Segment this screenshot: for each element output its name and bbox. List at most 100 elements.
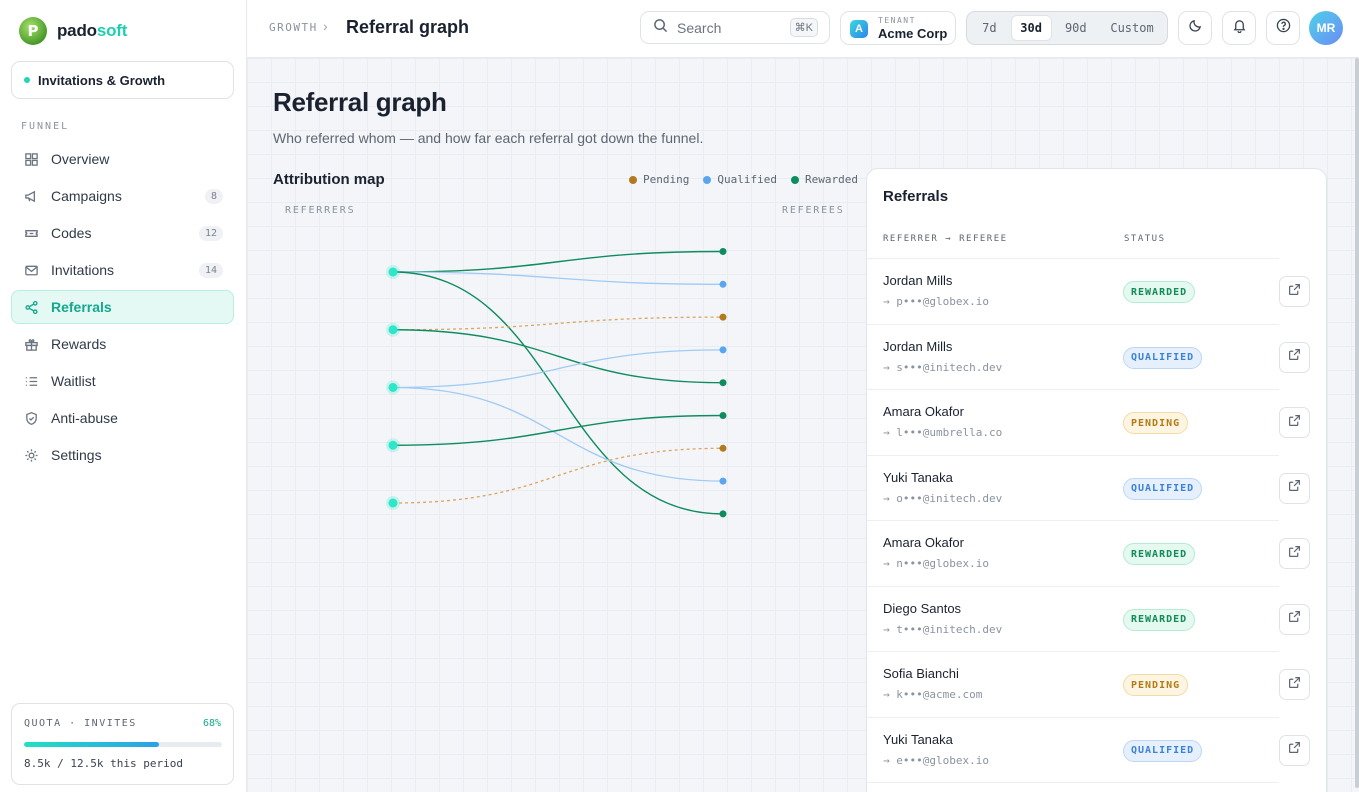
referee-node-pending[interactable] [719,444,727,452]
link-pending[interactable] [392,316,724,331]
shield-icon [24,411,39,426]
referee-node-qualified[interactable] [719,280,727,288]
range-option-7d[interactable]: 7d [982,21,997,35]
referrer-node[interactable] [388,267,398,277]
external-link-icon [1288,741,1301,759]
link-pending[interactable] [392,447,724,504]
table-row[interactable]: Yuki Tanaka → e•••@globex.io QUALIFIED [867,718,1310,783]
sidebar-item-settings[interactable]: Settings [11,438,234,472]
referee-email: → p•••@globex.io [883,295,989,308]
link-qualified[interactable] [392,271,724,285]
referee-node-qualified[interactable] [719,477,727,485]
sidebar-item-count: 12 [198,226,223,241]
status-badge: REWARDED [1123,608,1196,631]
sidebar-item-rewards[interactable]: Rewards [11,327,234,361]
open-referral-button[interactable] [1279,341,1310,373]
table-row[interactable]: Jordan Mills → s•••@initech.dev QUALIFIE… [867,325,1310,390]
top-header: GROWTH › Referral graph Search ⌘K A TENA… [247,0,1359,58]
theme-toggle-button[interactable] [1178,11,1212,45]
search-icon [653,18,668,38]
range-option-90d[interactable]: 90d [1064,21,1087,35]
sidebar-item-label: Referrals [51,299,112,315]
mail-icon [24,263,39,278]
referees-column-label: REFEREES [782,205,845,216]
search-input[interactable]: Search ⌘K [640,11,830,44]
external-link-icon [1288,414,1301,432]
legend-dot [703,175,712,184]
open-referral-button[interactable] [1279,734,1310,766]
breadcrumb-parent[interactable]: GROWTH [269,21,318,34]
link-rewarded[interactable] [392,250,724,273]
open-referral-button[interactable] [1279,538,1310,569]
grid-icon [24,152,39,167]
table-row[interactable]: Amara Okafor → n•••@globex.io REWARDED [867,521,1310,587]
table-row[interactable]: Diego Santos → t•••@initech.dev REWARDED [867,587,1310,652]
referee-email: → l•••@umbrella.co [883,426,1003,439]
status-badge: REWARDED [1123,543,1196,565]
range-option-custom[interactable]: Custom [1110,21,1154,35]
referee-email: → n•••@globex.io [883,557,989,570]
referrer-name: Jordan Mills [883,338,953,354]
tenant-switcher[interactable]: A TENANT Acme Corp [840,11,956,45]
referee-node-qualified[interactable] [719,346,727,354]
attribution-map-title: Attribution map [273,171,385,188]
sidebar-item-anti-abuse[interactable]: Anti-abuse [11,401,234,435]
referee-node-rewarded[interactable] [719,248,727,255]
referee-node-rewarded[interactable] [719,510,727,518]
open-referral-button[interactable] [1279,472,1310,504]
open-referral-button[interactable] [1279,669,1310,700]
referrer-node[interactable] [388,325,398,335]
legend-dot [790,175,799,184]
referee-node-rewarded[interactable] [719,379,727,387]
link-qualified[interactable] [392,386,724,482]
bell-icon [1232,18,1247,38]
legend-label: Pending [643,173,690,186]
sidebar-item-count: 8 [204,189,223,204]
user-avatar[interactable]: MR [1309,11,1343,45]
sidebar-item-overview[interactable]: Overview [11,142,234,176]
workspace-status-dot [24,77,30,83]
referrer-node[interactable] [388,440,398,450]
external-link-icon [1288,348,1301,366]
open-referral-button[interactable] [1279,603,1310,635]
referrer-name: Diego Santos [883,600,962,616]
referrer-node[interactable] [388,498,398,508]
referee-email: → t•••@initech.dev [883,622,1003,636]
sidebar-item-count: 14 [198,263,223,278]
external-link-icon [1288,676,1301,694]
sidebar-item-waitlist[interactable]: Waitlist [11,364,234,398]
main-scrollbar[interactable] [1355,58,1359,788]
sidebar-item-label: Rewards [51,336,107,352]
quota-percent: 68% [202,718,221,729]
table-row[interactable]: Amara Okafor → l•••@umbrella.co PENDING [867,390,1310,456]
brand[interactable]: P padosoft [19,17,127,45]
help-circle-icon [1276,18,1291,38]
open-referral-button[interactable] [1279,407,1310,438]
sidebar-item-label: Settings [51,447,102,463]
link-rewarded[interactable] [392,329,724,384]
range-option-30d[interactable]: 30d [1010,15,1052,41]
link-rewarded[interactable] [392,271,724,515]
external-link-icon [1288,283,1301,301]
sidebar-item-referrals[interactable]: Referrals [11,290,234,324]
table-row[interactable]: Jordan Mills → p•••@globex.io REWARDED [867,259,1310,325]
external-link-icon [1288,479,1301,497]
referee-node-rewarded[interactable] [719,412,727,419]
referrer-node[interactable] [388,383,398,392]
open-referral-button[interactable] [1279,276,1310,307]
referrals-table-body: Jordan Mills → p•••@globex.io REWARDED J… [867,259,1326,783]
notifications-button[interactable] [1222,11,1256,45]
link-rewarded[interactable] [392,414,724,446]
table-row[interactable]: Yuki Tanaka → o•••@initech.dev QUALIFIED [867,456,1310,521]
link-qualified[interactable] [392,349,724,389]
workspace-selector[interactable]: Invitations & Growth [11,61,234,99]
table-row[interactable]: Sofia Bianchi → k•••@acme.com PENDING [867,652,1310,718]
help-button[interactable] [1266,11,1300,45]
status-badge: QUALIFIED [1123,477,1203,500]
referee-node-pending[interactable] [719,313,727,321]
